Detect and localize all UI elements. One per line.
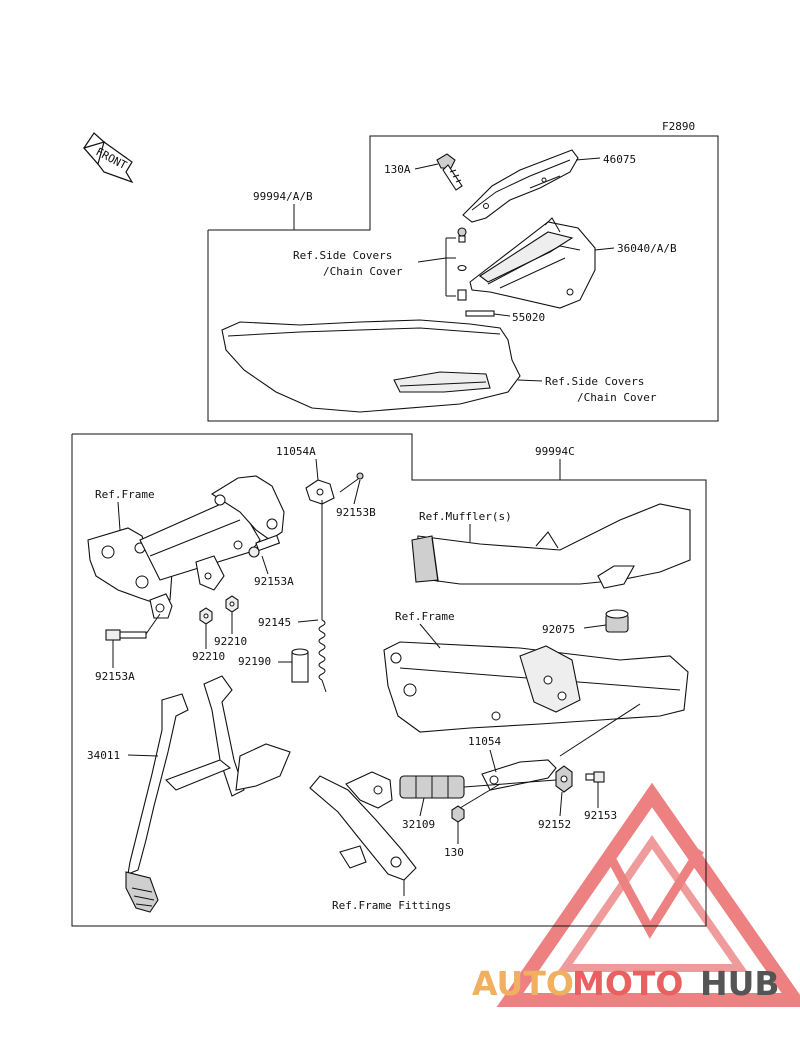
damper-92075-label: 92075 [542,623,575,636]
left-frame-part [87,475,285,619]
watermark-text-auto: AUTO [472,964,574,1003]
side-cover-36040-label: 36040/A/B [617,242,677,255]
center-stand-34011-part [125,675,291,913]
ref-side-covers-1-line1: Ref.Side Covers [293,249,392,262]
bolt-92153b-part [339,472,364,493]
bolt-92153b-label: 92153B [336,506,376,519]
frame-fittings-part [309,771,417,881]
bolt-92153-label: 92153 [584,809,617,822]
bolt-92153-part [585,771,605,783]
bolt-92153a-upper-label: 92153A [254,575,294,588]
bracket-11054a-part [305,479,335,505]
ref-muffler-label: Ref.Muffler(s) [419,510,512,523]
lower-assembly-code: 99994C [535,445,575,458]
cover-fasteners-group [445,227,467,301]
rollers-32109-part [399,775,557,799]
ref-frame-fittings-label: Ref.Frame Fittings [332,899,451,912]
bolt-92153a-lower-part [105,613,161,641]
right-frame-part [383,641,689,757]
bolt-92153a-lower-label: 92153A [95,670,135,683]
cover-46075-part [462,149,579,223]
collar-92190-part [291,648,309,683]
nut-92210-lower-part [199,607,213,625]
upper-assembly-code: 99994/A/B [253,190,313,203]
ref-side-cover-body [221,319,521,413]
stand-34011-label: 34011 [87,749,120,762]
watermark-text-moto: MOTO [572,964,683,1003]
upper-group-frame [207,135,719,422]
ref-side-covers-1-line2: /Chain Cover [323,265,403,278]
collar-92190-label: 92190 [238,655,271,668]
cover-46075-label: 46075 [603,153,636,166]
ref-side-covers-2-line1: Ref.Side Covers [545,375,644,388]
nut-92210-upper-part [225,595,239,613]
watermark-logo-triangle [496,782,800,1007]
bolt-130-part [451,783,501,823]
pin-55020-part [465,310,495,317]
bracket-11054-label: 11054 [468,735,501,748]
front-direction-arrow: FRONT [82,132,134,184]
bolt-130a-part [436,153,463,191]
spring-92145-label: 92145 [258,616,291,629]
bolt-130-label: 130 [444,846,464,859]
side-cover-36040-part [469,217,596,309]
damper-92075-part [605,609,629,633]
bolt-92153a-upper-part [248,534,281,558]
lower-group-frame [71,433,707,927]
bracket-11054a-label: 11054A [276,445,316,458]
ref-frame-left-label: Ref.Frame [95,488,155,501]
ref-frame-right-label: Ref.Frame [395,610,455,623]
nut-92210-upper-label: 92210 [214,635,247,648]
nut-92210-lower-label: 92210 [192,650,225,663]
collar-92152-part [555,765,573,793]
watermark-text-hub: HUB [700,964,780,1003]
spring-92145-part [318,500,327,693]
pin-55020-label: 55020 [512,311,545,324]
bracket-11054-part [481,759,557,791]
muffler-ref-part [411,503,691,589]
watermark-logo-text: AUTO MOTO HUB [472,964,780,1003]
ref-side-covers-2-line2: /Chain Cover [577,391,657,404]
bolt-130a-label: 130A [384,163,411,176]
figure-code: F2890 [662,120,695,133]
rollers-32109-label: 32109 [402,818,435,831]
collar-92152-label: 92152 [538,818,571,831]
